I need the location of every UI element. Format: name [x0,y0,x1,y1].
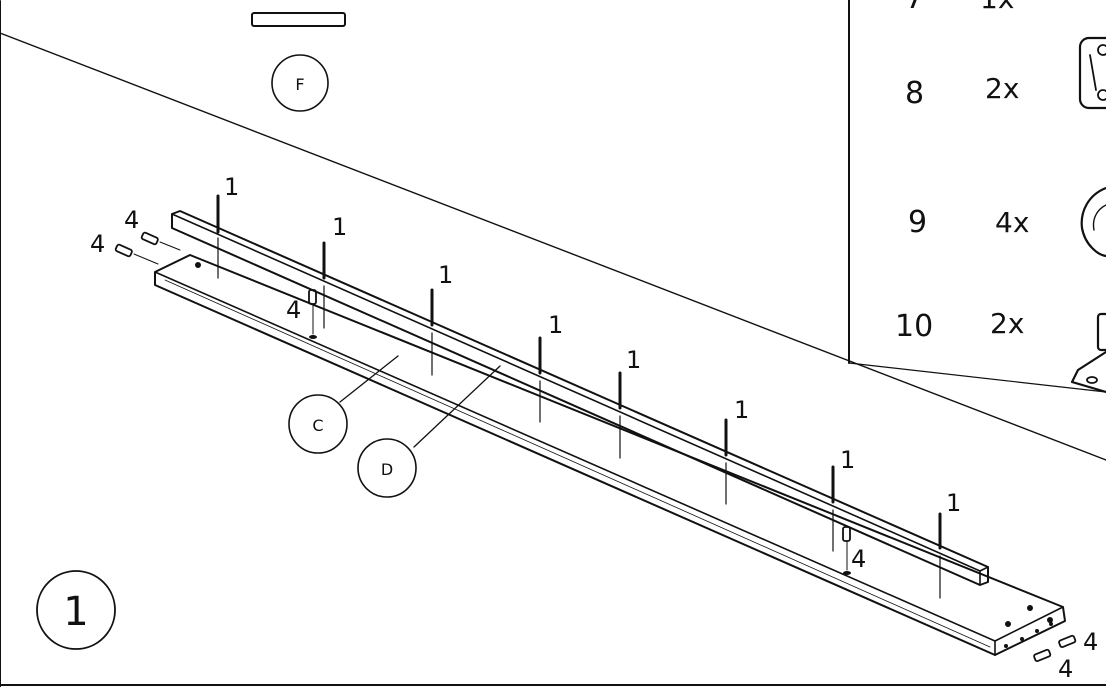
svg-text:7: 7 [905,0,924,16]
dowel-icon: 4 [90,230,159,265]
dowels: 4 4 4 4 4 4 [90,206,1098,683]
svg-text:4: 4 [90,230,105,258]
screw-icon: 1 [430,261,453,376]
screw-icon: 1 [724,396,749,505]
svg-text:F: F [295,75,304,94]
part-label-f: F [271,54,329,112]
svg-text:1: 1 [626,346,641,374]
screw-icon: 1 [538,311,563,423]
svg-text:1: 1 [946,489,961,517]
svg-text:8: 8 [905,76,924,111]
svg-text:4: 4 [1083,628,1098,656]
svg-text:1: 1 [63,589,88,635]
svg-text:1: 1 [438,261,453,289]
part-f-panel-icon [251,12,346,27]
board-c [154,254,1066,656]
dowel-icon: 4 [1033,648,1073,683]
hardware-row: 8 2x [905,72,1019,111]
svg-text:4: 4 [286,296,301,324]
dowel-icon: 4 [286,289,317,335]
part-label-d: D [357,365,501,498]
step-number: 1 [36,570,116,650]
screw-icon: 1 [322,213,347,329]
svg-text:4: 4 [1058,655,1073,683]
hardware-row: 7 1x [905,0,1014,16]
svg-text:2x: 2x [985,72,1019,105]
svg-text:2x: 2x [990,307,1024,340]
svg-text:D: D [381,460,393,479]
svg-text:C: C [312,416,323,435]
screw-icon: 1 [618,346,641,459]
svg-text:9: 9 [908,205,927,240]
screw-icon: 1 [216,173,239,279]
hardware-row: 10 2x [895,307,1024,344]
dowel-icon: 4 [842,526,866,573]
svg-text:4: 4 [851,545,866,573]
svg-text:1x: 1x [980,0,1014,15]
svg-text:1: 1 [332,213,347,241]
screws: 1 1 1 1 1 1 1 [216,173,961,599]
svg-text:4x: 4x [995,206,1029,239]
svg-text:4: 4 [124,206,139,234]
svg-text:10: 10 [895,309,933,344]
svg-text:1: 1 [840,446,855,474]
cam-lock-icon [1078,36,1106,110]
part-label-c: C [288,355,399,454]
screw-icon: 1 [831,446,855,552]
svg-text:1: 1 [548,311,563,339]
screw-icon: 1 [938,489,961,599]
svg-text:1: 1 [224,173,239,201]
dowel-icon: 4 [1058,628,1098,656]
rail-d [171,210,989,586]
svg-text:1: 1 [734,396,749,424]
dowel-icon: 4 [124,206,181,251]
cap-icon [1080,186,1106,258]
bracket-icon [1070,312,1106,394]
hardware-table: 7 1x 8 2x 9 4x 10 2x [895,0,1106,394]
hardware-row: 9 4x [908,205,1029,240]
